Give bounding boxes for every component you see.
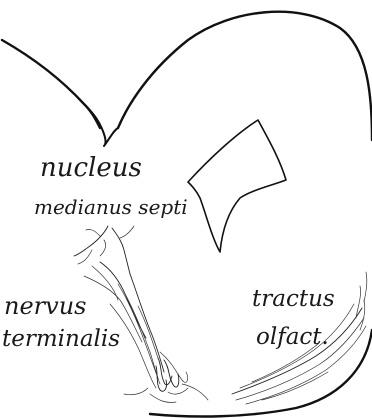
lateral-ventricle	[188, 120, 286, 252]
hemisphere-outline-right	[118, 12, 372, 140]
hemisphere-outline-left	[2, 40, 100, 128]
label-terminalis: terminalis	[2, 326, 120, 352]
label-nucleus: nucleus	[40, 153, 142, 183]
ventricle-notch	[84, 104, 118, 146]
label-tractus: tractus	[252, 286, 335, 312]
label-nervus: nervus	[4, 292, 86, 320]
label-olfact: olfact.	[256, 324, 329, 350]
nervus-terminalis-fibers	[74, 226, 208, 403]
label-medianus-septi: medianus septi	[34, 195, 188, 219]
